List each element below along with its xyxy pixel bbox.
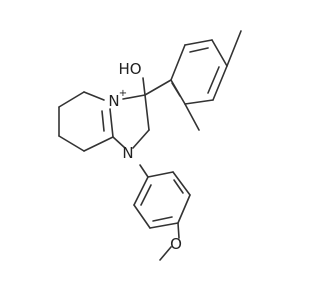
- bond: [139, 164, 149, 178]
- hydroxyl-label: HO: [118, 60, 141, 78]
- bond: [184, 103, 200, 131]
- bond: [211, 39, 228, 67]
- bond: [132, 129, 150, 149]
- bond: [184, 39, 213, 46]
- bond: [144, 94, 150, 131]
- bond: [170, 44, 186, 81]
- bond: [152, 216, 173, 222]
- atom-labels: HO N + N O: [108, 60, 182, 253]
- bond: [58, 91, 85, 108]
- bond: [83, 91, 105, 101]
- bond: [189, 47, 209, 53]
- iminium-nitrogen-label: N: [108, 92, 119, 110]
- bond-skeleton: [58, 30, 242, 261]
- bond: [83, 136, 114, 152]
- methoxy-oxygen-label: O: [170, 235, 182, 253]
- bond: [144, 79, 172, 96]
- bond: [149, 222, 179, 229]
- bond: [101, 110, 105, 132]
- bond: [173, 179, 184, 194]
- bond: [184, 99, 214, 105]
- bond: [112, 136, 126, 149]
- bond: [159, 246, 172, 261]
- bond: [177, 194, 191, 224]
- iminium-charge-label: +: [119, 88, 127, 99]
- bond: [58, 135, 85, 152]
- bond: [212, 65, 228, 101]
- chemical-structure-diagram: HO N + N O: [58, 30, 242, 261]
- bond: [172, 171, 191, 196]
- bond: [133, 204, 151, 229]
- bond: [142, 77, 146, 96]
- bond: [147, 171, 174, 178]
- bond: [109, 108, 114, 138]
- bond: [133, 176, 149, 206]
- bond: [177, 222, 180, 239]
- bond: [122, 94, 146, 100]
- amine-nitrogen-label: N: [122, 144, 133, 162]
- bond: [140, 184, 152, 206]
- bond: [207, 66, 220, 94]
- bond: [226, 30, 242, 67]
- bond: [171, 82, 181, 97]
